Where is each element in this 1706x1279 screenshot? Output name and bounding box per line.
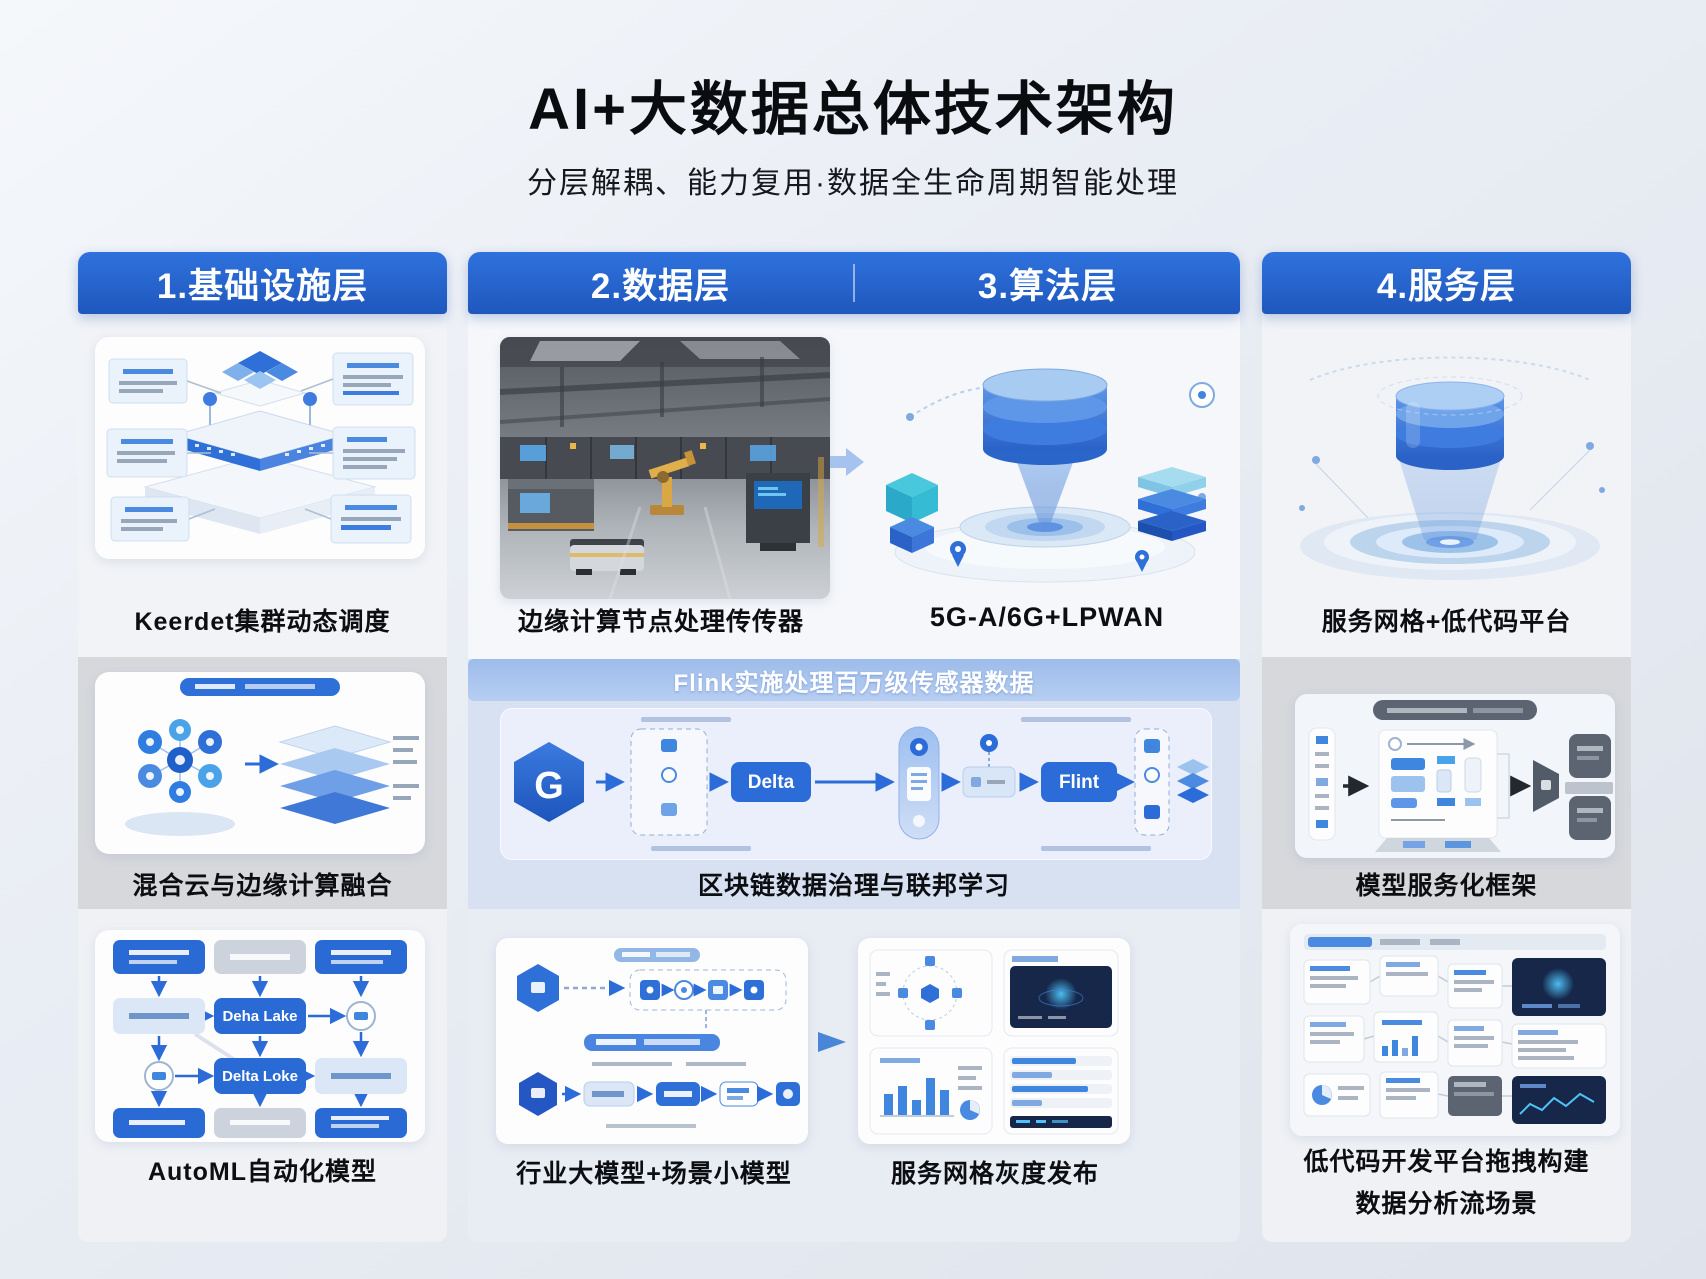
- mesh-dashboard-illustration: [869, 949, 1119, 1135]
- flow-arrows: [150, 976, 370, 1108]
- robot-arm: [648, 450, 696, 515]
- service-hologram-panel: [1280, 340, 1620, 598]
- funnel-beam: [1015, 457, 1075, 522]
- column-header-infrastructure: 1.基础设施层: [78, 252, 447, 314]
- header-divider: [853, 264, 855, 302]
- holo-database-cylinder-icon: [1395, 381, 1505, 470]
- hybrid-cloud-illustration: [125, 678, 419, 836]
- holo-light-cone: [1398, 456, 1502, 540]
- caption-service-row3-line2: 数据分析流场景: [1355, 1190, 1538, 1218]
- mesh-hexagon-icon: [921, 984, 939, 1003]
- blockchain-flow-illustration: G Delta Flint: [514, 717, 1209, 851]
- factory-image-panel: [500, 337, 830, 599]
- agv-cart: [570, 539, 644, 575]
- page-subtitle: 分层解耦、能力复用·数据全生命周期智能处理: [527, 167, 1179, 200]
- infra-architecture-panel: [95, 337, 425, 559]
- layer-stack-icon: [1177, 759, 1209, 803]
- left-cube-stack-icon: [886, 473, 938, 553]
- flint-node: [1041, 762, 1117, 802]
- automl-flowchart-illustration: Deha Lake Delta Loke: [113, 940, 407, 1138]
- model-serving-panel: [1295, 694, 1615, 858]
- column-header-service: 4.服务层: [1262, 252, 1631, 314]
- caption-service-row3-line1: 低代码开发平台拖拽构建: [1303, 1148, 1590, 1176]
- side-text-bars: [393, 736, 419, 800]
- automl-flowchart-panel: Deha Lake Delta Loke: [95, 930, 425, 1142]
- ledger-pill-icon: [898, 726, 940, 840]
- caption-mid-row3-right: 服务网格灰度发布: [890, 1160, 1099, 1188]
- header-label-algorithm: 3.算法层: [977, 266, 1118, 306]
- industry-model-illustration: [517, 948, 800, 1128]
- network-5g-panel: [850, 337, 1240, 599]
- caption-infra-row2: 混合云与边缘计算融合: [132, 872, 393, 900]
- callout-labels: [106, 352, 416, 544]
- delta-label: Delta: [748, 772, 795, 793]
- lake-b-label: Delta Loke: [222, 1068, 298, 1085]
- right-slab-stack-icon: [1138, 467, 1206, 541]
- caption-infra-row1: Keerdet集群动态调度: [134, 608, 391, 636]
- lowcode-builder-illustration: [1303, 934, 1607, 1124]
- caption-mid-row3-left: 行业大模型+场景小模型: [516, 1160, 792, 1188]
- platform-tick-marks: [195, 444, 325, 456]
- header-label-data: 2.数据层: [590, 266, 731, 306]
- caption-mid-row2: 区块链数据治理与联邦学习: [697, 872, 1010, 900]
- hybrid-cloud-panel: [95, 672, 425, 854]
- lake-a-label: Deha Lake: [222, 1008, 297, 1025]
- caption-service-row1: 服务网格+低代码平台: [1321, 608, 1572, 636]
- caption-infra-row3: AutoML自动化模型: [147, 1158, 378, 1186]
- factory-photo: [500, 337, 830, 599]
- header-label-service: 4.服务层: [1376, 266, 1517, 306]
- infra-architecture-illustration: [106, 351, 416, 544]
- chain-logo-glyph: G: [534, 765, 564, 807]
- page-title: AI+大数据总体技术架构: [528, 77, 1178, 142]
- row1-flow-arrow-icon: [830, 448, 864, 476]
- dark-dashboard-cards: [1511, 958, 1607, 1124]
- small-annotation-bars: [641, 717, 1151, 851]
- canvas-links: [1363, 975, 1513, 1097]
- model-serving-illustration: [1308, 700, 1613, 852]
- industry-model-panel: [496, 938, 808, 1144]
- top-cube-icon: [238, 351, 282, 375]
- header-label-infrastructure: 1.基础设施层: [156, 266, 369, 306]
- network-5g-illustration: [886, 368, 1215, 583]
- delta-node: [731, 762, 811, 802]
- flint-label: Flint: [1059, 772, 1100, 793]
- row3-flow-arrow-icon: [818, 1032, 846, 1052]
- edge-layer-stack-icon: [278, 725, 392, 824]
- target-rings: [959, 506, 1131, 548]
- canvas-cards: [1303, 955, 1503, 1119]
- lowcode-builder-panel: [1290, 924, 1620, 1136]
- chain-logo-hexagon: [514, 742, 584, 822]
- service-hologram-illustration: [1299, 356, 1605, 580]
- holo-disc: [1300, 512, 1600, 580]
- blockchain-flow-panel: G Delta Flint: [500, 708, 1212, 860]
- bar-chart-icon: [884, 1078, 949, 1116]
- column-header-data-algorithm: 2.数据层 3.算法层: [468, 252, 1240, 314]
- flink-band: Flink实施处理百万级传感器数据: [468, 659, 1240, 701]
- callout-connectors: [186, 378, 334, 520]
- caption-service-row2: 模型服务化框架: [1355, 872, 1538, 900]
- caption-algo-row1: 5G-A/6G+LPWAN: [929, 602, 1165, 632]
- cloud-node-icons: [138, 719, 222, 803]
- location-pin-icon: [950, 541, 1149, 572]
- database-cylinder-icon: [982, 368, 1108, 465]
- mesh-dashboard-panel: [858, 938, 1130, 1144]
- caption-data-row1: 边缘计算节点处理传传器: [517, 608, 804, 636]
